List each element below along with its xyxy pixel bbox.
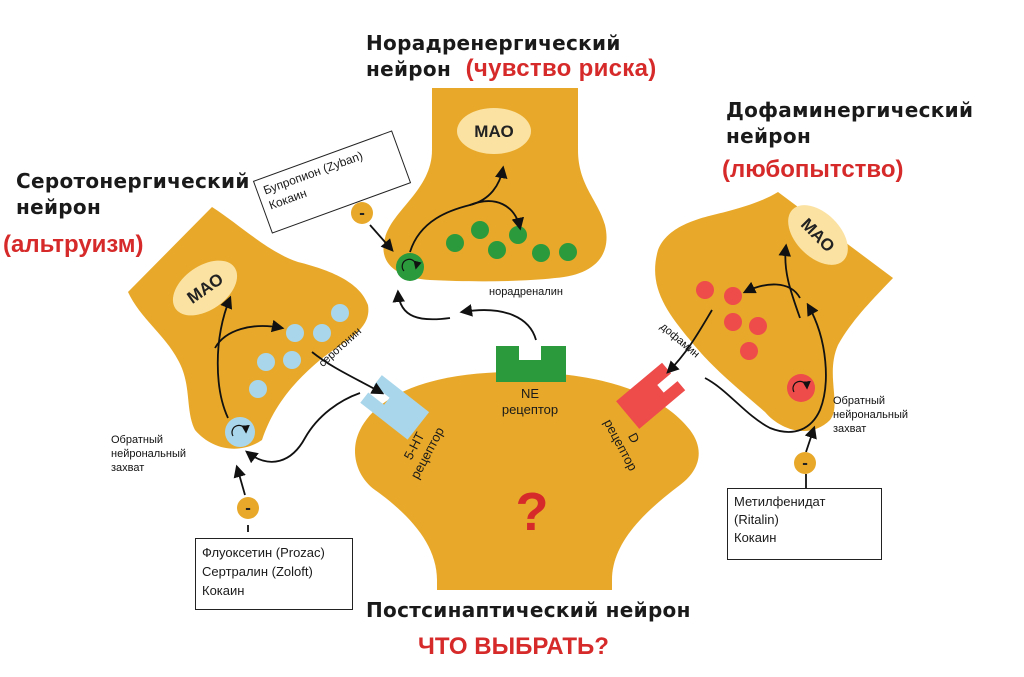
dopamine-vesicle bbox=[724, 287, 742, 305]
dopamine-inhibit-symbol bbox=[794, 452, 816, 474]
dopamine-vesicle bbox=[696, 281, 714, 299]
serotonin-vesicle bbox=[283, 351, 301, 369]
mao-ellipse-ne bbox=[457, 108, 531, 154]
ne-transporter-arrow bbox=[401, 258, 422, 272]
ne-vesicle bbox=[471, 221, 489, 239]
dopaminergic-trait: (любопытство) bbox=[722, 156, 904, 183]
dopamine-transporter-arrow bbox=[792, 380, 811, 393]
serotonin-vesicle bbox=[331, 304, 349, 322]
serotonin-vesicle-to-mao-arrow bbox=[216, 295, 233, 419]
postsynaptic-title: Постсинаптический нейрон bbox=[366, 598, 691, 622]
dopamine-receptor bbox=[616, 362, 686, 429]
ne-vesicle bbox=[559, 243, 577, 261]
dopamine-release-arrow bbox=[666, 309, 713, 374]
dopamine-vesicle bbox=[740, 342, 758, 360]
reuptake-label-left: Обратный нейрональный захват bbox=[111, 434, 187, 474]
ne-receptor-line1: NE bbox=[521, 386, 539, 401]
dopamine-transporter bbox=[787, 374, 815, 402]
dopamine-vesicle bbox=[749, 317, 767, 335]
dopamine-inhibit-arrow bbox=[804, 425, 817, 453]
serotonin-reuptake-arrow bbox=[245, 392, 361, 464]
serotonin-vesicle bbox=[313, 324, 331, 342]
ne-vesicle-cycle-arrow bbox=[469, 200, 525, 231]
serotonin-vesicle-cycle-arrow bbox=[214, 319, 285, 349]
ne-inhibit-minus: - bbox=[359, 206, 365, 222]
serotonin-vesicle bbox=[286, 324, 304, 342]
ne-vesicle-to-mao-arrow bbox=[409, 165, 508, 253]
mao-ellipse-dopamine bbox=[788, 205, 848, 265]
serotonergic-trait: (альтруизм) bbox=[3, 231, 144, 258]
dopamine-vesicle bbox=[724, 313, 742, 331]
serotonin-inhibit-minus: - bbox=[245, 501, 251, 517]
dopamine-inhibit-minus: - bbox=[802, 456, 808, 472]
serotonin-vesicle bbox=[257, 353, 275, 371]
serotonin-transporter bbox=[225, 417, 255, 447]
reuptake-label-right: Обратный нейрональный захват bbox=[833, 395, 909, 435]
ne-transporter bbox=[396, 253, 424, 281]
ne-inhibit-arrow bbox=[369, 224, 394, 252]
drug-box-dopamine: Метилфенидат (Ritalin) Кокаин bbox=[727, 488, 882, 560]
question-title: ЧТО ВЫБРАТЬ? bbox=[418, 633, 609, 660]
ne-vesicle bbox=[488, 241, 506, 259]
ne-receptor bbox=[496, 346, 566, 382]
serotonin-vesicle bbox=[249, 380, 267, 398]
dopamine-vesicle-cycle-arrow bbox=[742, 281, 801, 299]
noradrenergic-title: Норадренергический нейрон (чувство риска… bbox=[366, 31, 657, 82]
ne-reuptake-arrow bbox=[392, 289, 451, 321]
serotonin-receptor bbox=[360, 375, 430, 440]
norepinephrine-label: норадреналин bbox=[489, 286, 563, 298]
serotonergic-title: Серотонергический нейрон bbox=[16, 169, 250, 219]
ne-release-arrow bbox=[459, 304, 537, 341]
noradrenergic-trait: (чувство риска) bbox=[465, 55, 657, 82]
ne-vesicle bbox=[532, 244, 550, 262]
ne-inhibit-symbol bbox=[351, 202, 373, 224]
noradrenergic-neuron-body bbox=[383, 88, 607, 282]
question-mark: ? bbox=[516, 482, 549, 542]
dopamine-reuptake-arrow bbox=[704, 302, 827, 433]
serotonin-inhibit-symbol bbox=[237, 497, 259, 519]
postsynaptic-neuron-body bbox=[355, 372, 699, 590]
serotonin-transporter-arrow bbox=[231, 424, 250, 437]
serotonin-release-arrow bbox=[311, 351, 385, 395]
mao-label-ne: МАО bbox=[474, 122, 513, 141]
drug-box-serotonin: Флуоксетин (Prozac) Сертралин (Zoloft) К… bbox=[195, 538, 353, 610]
ne-vesicle bbox=[446, 234, 464, 252]
serotonin-inhibit-arrow bbox=[233, 464, 246, 496]
ne-vesicle bbox=[509, 226, 527, 244]
dopaminergic-title: Дофаминергический нейрон bbox=[726, 98, 974, 148]
dopamine-vesicle-to-mao-arrow bbox=[778, 243, 801, 319]
ne-receptor-line2: рецептор bbox=[502, 402, 558, 417]
